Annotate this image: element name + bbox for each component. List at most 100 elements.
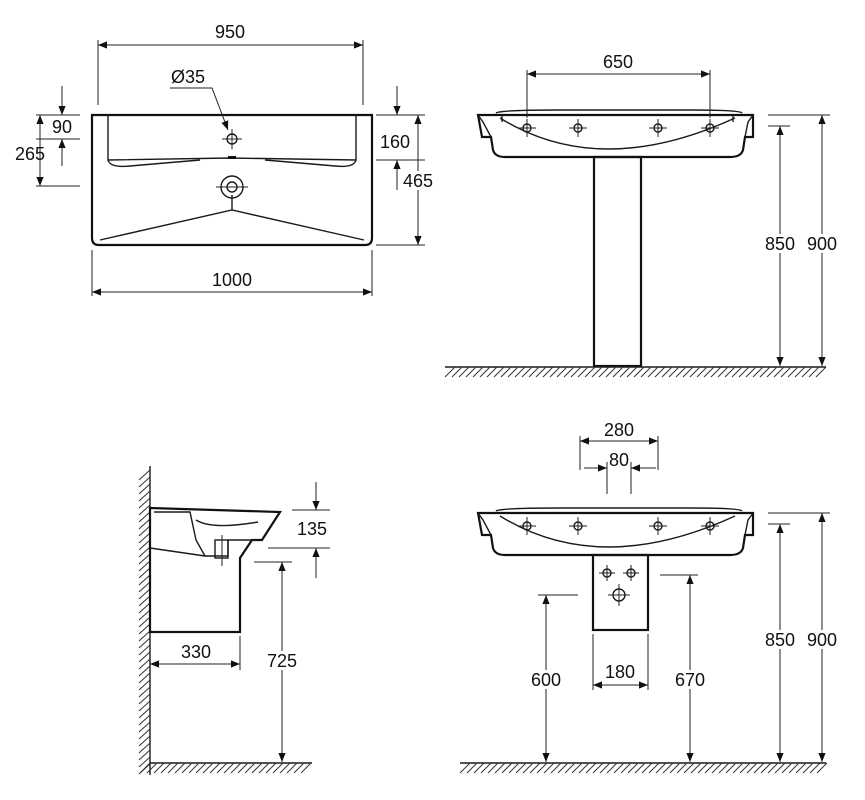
hatch-line [717, 366, 729, 378]
hatch-line [752, 366, 764, 378]
hatch-line [138, 693, 151, 705]
hatch-line [619, 366, 631, 378]
front-view-semi-pedestal: 280 80 600 180 670 [459, 420, 840, 774]
hatch-line [662, 762, 674, 774]
hatch-line [466, 762, 478, 774]
hatch-line [710, 366, 722, 378]
hatch-line [648, 762, 660, 774]
hatch-line [138, 707, 151, 719]
hatch-line [577, 366, 589, 378]
hatch-line [138, 651, 151, 663]
hatch-line [444, 366, 456, 378]
label-650: 650 [603, 52, 633, 72]
hatch-line [138, 602, 151, 614]
hatch-line [138, 749, 151, 761]
label-600: 600 [531, 670, 561, 690]
label-950: 950 [215, 22, 245, 42]
waste-holes [599, 565, 639, 606]
hatch-line [724, 366, 736, 378]
hatch-line [767, 762, 779, 774]
hatch-line [216, 762, 228, 774]
hatch-line [620, 762, 632, 774]
hatch-line [138, 574, 151, 586]
dim-280: 280 [579, 420, 659, 470]
dim-diameter: Ø35 [170, 67, 229, 131]
hatch-line [508, 762, 520, 774]
hatch-line [641, 762, 653, 774]
label-180: 180 [605, 662, 635, 682]
hatch-line [563, 366, 575, 378]
hatch-line [689, 366, 701, 378]
hatch-line [732, 762, 744, 774]
hatch-line [655, 762, 667, 774]
hatch-line [138, 483, 151, 495]
label-670: 670 [675, 670, 705, 690]
hatch-line [584, 366, 596, 378]
hatch-line [473, 762, 485, 774]
hatch-line [816, 762, 828, 774]
hatch-line [286, 762, 298, 774]
drain-hole [216, 175, 248, 199]
label-1000: 1000 [212, 270, 252, 290]
hatch-line [138, 665, 151, 677]
hatch-line [138, 728, 151, 740]
hatch-line [633, 366, 645, 378]
hatch-line [138, 595, 151, 607]
hatch-line [451, 366, 463, 378]
hatch-line [556, 366, 568, 378]
hatch-line [138, 630, 151, 642]
hatch-line [514, 366, 526, 378]
hatch-line [458, 366, 470, 378]
hatch-line [759, 366, 771, 378]
hatch-line [244, 762, 256, 774]
hatch-line [802, 762, 814, 774]
hatch-line [669, 762, 681, 774]
hatch-line [181, 762, 193, 774]
hatch-line [138, 686, 151, 698]
wall-hatch [138, 466, 151, 775]
hatch-line [676, 762, 688, 774]
hatch-line [578, 762, 590, 774]
hatch-line [564, 762, 576, 774]
hatch-line [781, 762, 793, 774]
hatch-line [494, 762, 506, 774]
label-80: 80 [609, 450, 629, 470]
front-view-pedestal: 650 850 900 [444, 52, 840, 378]
floor-hatch [444, 366, 827, 378]
hatch-line [138, 623, 151, 635]
hatch-line [774, 762, 786, 774]
hatch-line [690, 762, 702, 774]
hatch-line [746, 762, 758, 774]
semi-pedestal [591, 553, 650, 632]
hatch-line [760, 762, 772, 774]
hatch-line [237, 762, 249, 774]
hatch-line [138, 567, 151, 579]
hatch-line [704, 762, 716, 774]
dim-725: 725 [254, 561, 300, 762]
label-900-2: 900 [807, 630, 837, 650]
hatch-line [801, 366, 813, 378]
hatch-line [138, 672, 151, 684]
hatch-line [138, 756, 151, 768]
hatch-line [795, 762, 807, 774]
hatch-line [465, 366, 477, 378]
hatch-line [599, 762, 611, 774]
label-465: 465 [403, 171, 433, 191]
hatch-line [230, 762, 242, 774]
hatch-line [493, 366, 505, 378]
hatch-line [209, 762, 221, 774]
hatch-line [773, 366, 785, 378]
hatch-line [529, 762, 541, 774]
hatch-line [809, 762, 821, 774]
hatch-line [627, 762, 639, 774]
hatch-line [138, 644, 151, 656]
hatch-line [718, 762, 730, 774]
hatch-line [528, 366, 540, 378]
hatch-line [487, 762, 499, 774]
hatch-line [223, 762, 235, 774]
hatch-line [188, 762, 200, 774]
dim-950: 950 [97, 22, 364, 105]
floor-hatch-side [139, 762, 312, 774]
hatch-line [459, 762, 471, 774]
label-900: 900 [807, 234, 837, 254]
